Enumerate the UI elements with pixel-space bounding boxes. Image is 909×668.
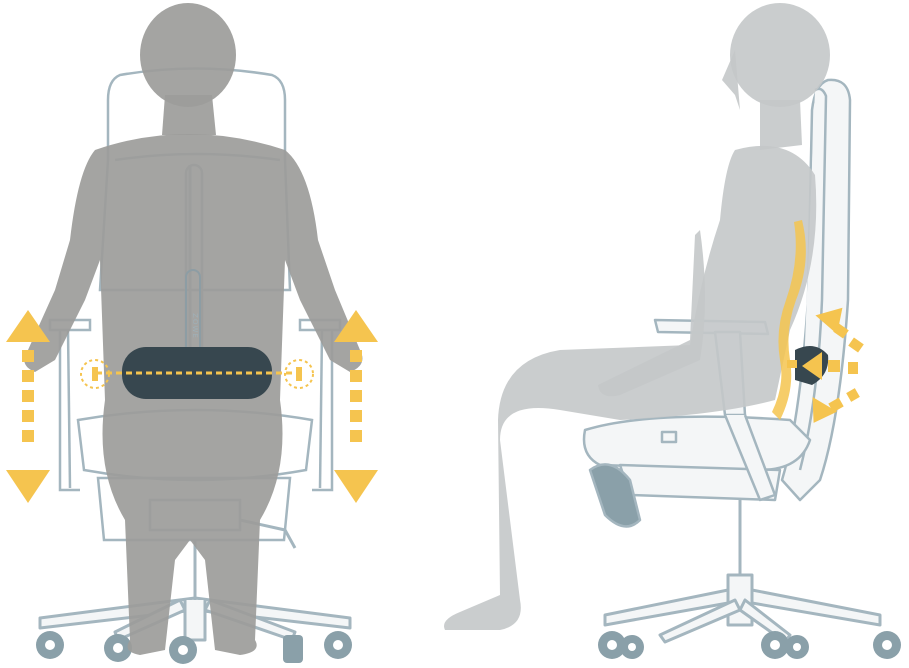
- lumbar-handle-right: [296, 367, 302, 381]
- rear-view-chair-icon: ZOWE: [6, 3, 378, 664]
- casters-side: [598, 631, 901, 659]
- up-down-arrow-icon: [334, 310, 378, 503]
- person-side-silhouette: [444, 3, 830, 630]
- lumbar-handle-left: [92, 367, 98, 381]
- side-view-chair-icon: [444, 3, 901, 659]
- up-down-arrow-icon: [6, 310, 50, 503]
- chair-base: [40, 540, 350, 640]
- brand-mark: ZOWE: [191, 313, 199, 339]
